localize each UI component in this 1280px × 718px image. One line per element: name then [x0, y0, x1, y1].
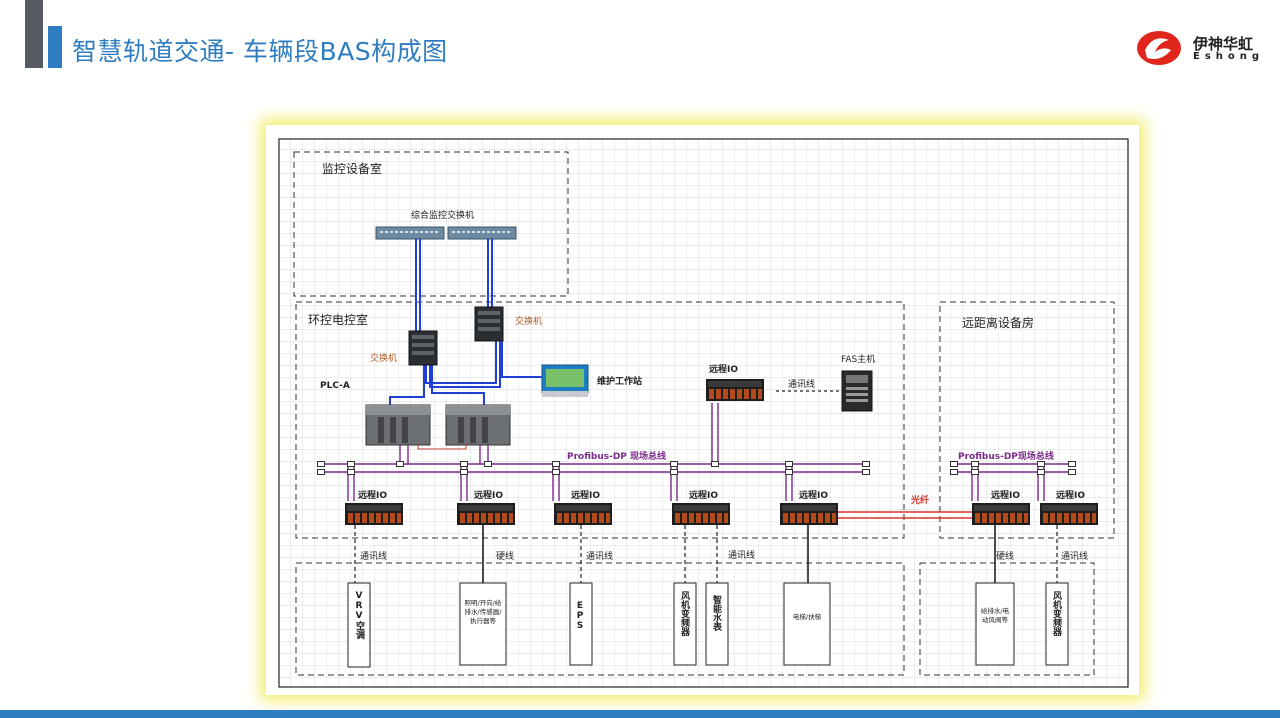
- remote-devices-box: [919, 562, 1095, 676]
- footer-bar: [0, 710, 1280, 718]
- switch-right-label: 交换机: [515, 315, 542, 327]
- fas-host-icon: [841, 370, 873, 412]
- remote-room-box: [939, 301, 1115, 539]
- title-accent-dark: [25, 0, 43, 68]
- page-title: 智慧轨道交通- 车辆段BAS构成图: [72, 37, 448, 66]
- remote-io-7-label: 远程IO: [1056, 489, 1085, 501]
- link-label-3: 通讯线: [586, 550, 613, 562]
- device-vrv-label: VRV空调: [354, 591, 364, 639]
- logo-text-cn: 伊神华虹: [1193, 35, 1254, 53]
- plc-redundancy-link: [417, 443, 467, 450]
- bas-diagram-svg: 监控设备室 环控电控室 远距离设备房 综合监控交换机 交换机 交换机: [278, 138, 1129, 688]
- profibus-remote: [950, 461, 1076, 475]
- device-vrv: VRV空调: [347, 582, 371, 668]
- device-lighting-label: 照明/开向/给排水/传感器/执行器等: [464, 599, 502, 625]
- remote-io-7: 远程IO: [1040, 489, 1098, 525]
- link-label-4: 通讯线: [728, 549, 755, 561]
- device-drainage-label: 给排水/电动风阀等: [980, 607, 1010, 624]
- plc-a-icon: [365, 404, 511, 446]
- remote-io-1: 远程IO: [345, 489, 403, 525]
- workstation-icon: [541, 364, 589, 397]
- remote-io-4: 远程IO: [672, 489, 730, 525]
- company-logo: [1137, 31, 1181, 65]
- logo-text-en: Eshong: [1193, 51, 1265, 62]
- device-water-meter-label: 智能水表: [711, 595, 721, 631]
- device-fan-vfd-1-label: 风机变频器: [679, 591, 689, 636]
- profibus-main-label: Profibus-DP 现场总线: [567, 450, 666, 462]
- monitor-room-box: [293, 151, 569, 297]
- switch-left-icon: [408, 330, 438, 366]
- core-switch-label: 综合监控交换机: [411, 209, 474, 221]
- plc-label: PLC-A: [320, 381, 350, 391]
- device-links: [354, 525, 1058, 583]
- fas-comm-label: 通讯线: [788, 378, 815, 390]
- env-control-room-label: 环控电控室: [308, 312, 368, 327]
- remote-io-2: 远程IO: [457, 489, 515, 525]
- remote-io-5: 远程IO: [780, 489, 838, 525]
- remote-io-6: 远程IO: [972, 489, 1030, 525]
- switch-right-icon: [474, 306, 504, 342]
- device-elevator-label: 电梯/扶梯: [792, 613, 822, 621]
- device-lighting: 照明/开向/给排水/传感器/执行器等: [459, 582, 507, 666]
- remote-io-3: 远程IO: [554, 489, 612, 525]
- link-label-1: 通讯线: [360, 550, 387, 562]
- link-label-2: 硬线: [496, 550, 514, 562]
- remote-io-4-label: 远程IO: [689, 489, 718, 501]
- remote-io-top-label: 远程IO: [709, 363, 738, 375]
- workstation-label: 维护工作站: [597, 375, 642, 387]
- fiber-link: [838, 511, 972, 519]
- remote-room-label: 远距离设备房: [962, 315, 1034, 330]
- remote-io-1-label: 远程IO: [358, 489, 387, 501]
- bas-diagram: 监控设备室 环控电控室 远距离设备房 综合监控交换机 交换机 交换机: [266, 125, 1139, 695]
- remote-io-top-module: [706, 379, 764, 401]
- profibus-main: [317, 461, 870, 475]
- remote-io-3-label: 远程IO: [571, 489, 600, 501]
- monitor-room-label: 监控设备室: [322, 161, 382, 176]
- link-label-6: 通讯线: [1061, 550, 1088, 562]
- switch-left-label: 交换机: [370, 352, 397, 364]
- field-devices-box: [295, 562, 905, 676]
- device-fan-vfd-1: 风机变频器: [673, 582, 697, 666]
- fiber-label: 光纤: [910, 494, 929, 506]
- remote-io-2-label: 远程IO: [474, 489, 503, 501]
- device-elevator: 电梯/扶梯: [783, 582, 831, 666]
- device-eps-label: EPS: [575, 601, 585, 631]
- device-fan-vfd-2: 风机变频器: [1045, 582, 1069, 666]
- device-fan-vfd-2-label: 风机变频器: [1051, 591, 1061, 636]
- link-label-5: 硬线: [996, 550, 1014, 562]
- profibus-remote-label: Profibus-DP现场总线: [958, 450, 1054, 462]
- title-accent-blue: [48, 26, 62, 68]
- ethernet-links: [389, 239, 542, 407]
- fas-label: FAS主机: [841, 353, 875, 365]
- device-water-meter: 智能水表: [705, 582, 729, 666]
- remote-io-6-label: 远程IO: [991, 489, 1020, 501]
- env-control-room-box: [295, 301, 905, 539]
- remote-io-5-label: 远程IO: [799, 489, 828, 501]
- device-eps: EPS: [569, 582, 593, 666]
- core-switch-icon: [375, 226, 517, 240]
- device-drainage: 给排水/电动风阀等: [975, 582, 1015, 666]
